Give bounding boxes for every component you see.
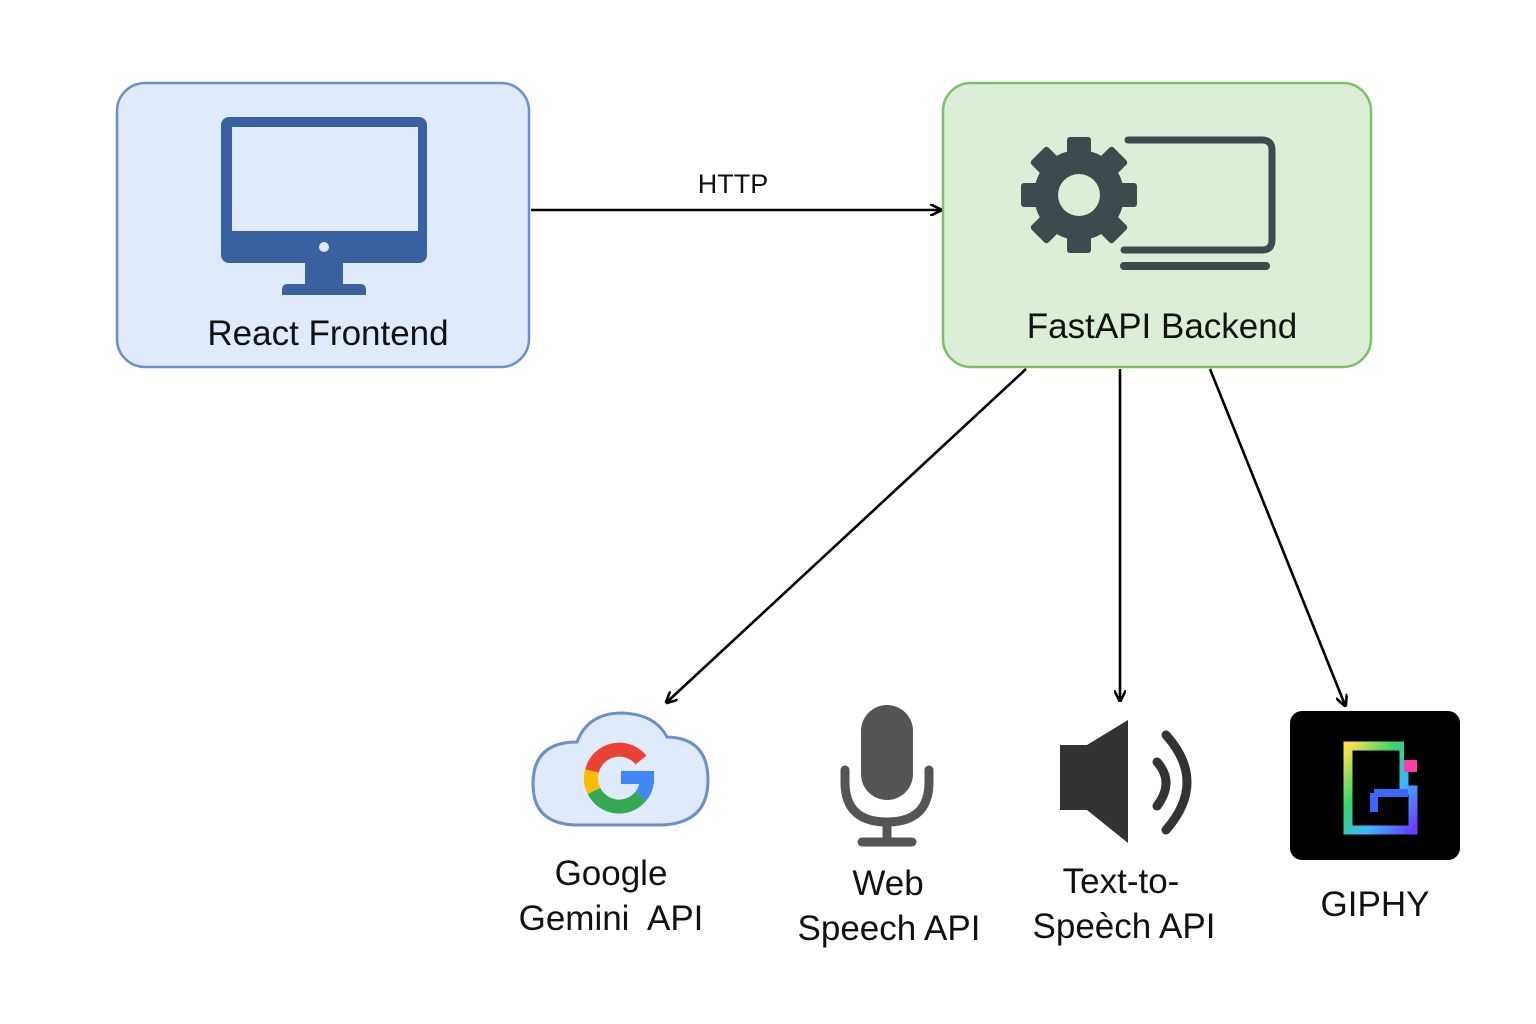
edge-backend-to-gemini xyxy=(667,368,1027,702)
desktop-monitor-icon xyxy=(221,117,427,295)
http-edge-label: HTTP xyxy=(698,169,769,199)
giphy-label: GIPHY xyxy=(1321,885,1430,924)
fastapi-backend-label: FastAPI Backend xyxy=(1027,307,1297,346)
gemini-label-line-1: Google xyxy=(555,854,668,893)
edge-backend-to-giphy xyxy=(1208,368,1345,705)
gemini-label-line-2: Gemini API xyxy=(519,899,704,938)
web-speech-node[interactable]: Web Speech API xyxy=(798,705,981,948)
tts-label-line-2: Speèch API xyxy=(1033,907,1216,946)
microphone-icon xyxy=(840,705,934,847)
edge-frontend-to-backend: HTTP xyxy=(531,169,940,210)
web-speech-label-line-1: Web xyxy=(852,864,923,903)
speaker-icon xyxy=(1060,720,1192,843)
tts-label-line-1: Text-to- xyxy=(1063,862,1180,901)
gear-icon xyxy=(1021,137,1137,253)
fastapi-backend-node[interactable]: FastAPI Backend xyxy=(941,81,1373,369)
tts-node[interactable]: Text-to- Speèch API xyxy=(1033,720,1216,946)
react-frontend-label: React Frontend xyxy=(207,314,448,353)
google-cloud-icon xyxy=(531,711,710,827)
google-g-icon xyxy=(584,742,654,814)
gemini-node[interactable]: Google Gemini API xyxy=(519,711,710,938)
giphy-logo-icon xyxy=(1290,711,1460,860)
giphy-node[interactable]: GIPHY xyxy=(1290,711,1460,924)
web-speech-label-line-2: Speech API xyxy=(798,909,981,948)
react-frontend-node[interactable]: React Frontend xyxy=(115,81,531,369)
gear-server-icon xyxy=(1021,136,1276,270)
